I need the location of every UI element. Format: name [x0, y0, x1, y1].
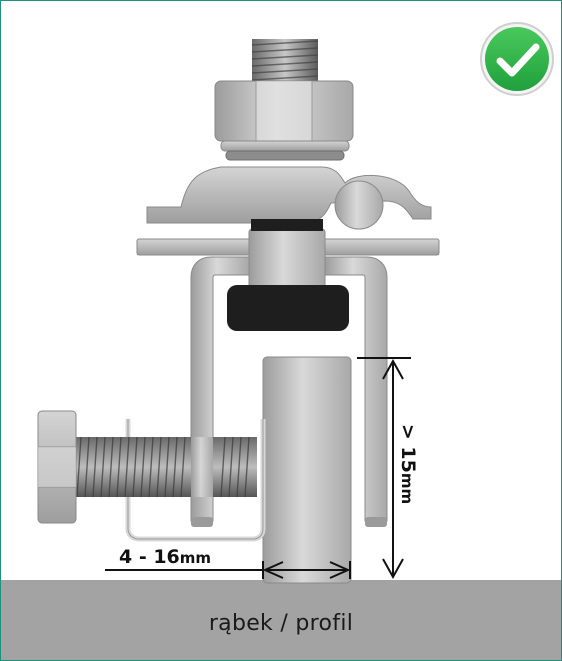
side-bolt	[73, 436, 257, 498]
base-strip	[1, 580, 561, 660]
width-range-value: 4 - 16	[119, 546, 180, 568]
side-bolt-head	[37, 410, 77, 524]
upper-clamp-plate	[146, 166, 432, 230]
seam-profile	[262, 356, 352, 584]
width-dimension	[105, 561, 351, 579]
spring-washer	[225, 150, 345, 161]
width-range-label: 4 - 16mm	[119, 546, 211, 568]
profile-label: rąbek / profil	[208, 610, 354, 636]
top-bolt	[251, 39, 319, 87]
check-circle-icon	[480, 22, 554, 96]
width-range-unit: mm	[179, 549, 212, 567]
washer	[220, 140, 350, 152]
rubber-pad	[227, 285, 349, 331]
height-min-label: > 15mm	[397, 424, 419, 504]
top-nut	[214, 80, 354, 142]
height-min-value: > 15	[397, 423, 419, 473]
height-min-unit: mm	[398, 472, 416, 505]
height-dimension	[357, 357, 411, 580]
rubber-gap	[251, 219, 323, 231]
